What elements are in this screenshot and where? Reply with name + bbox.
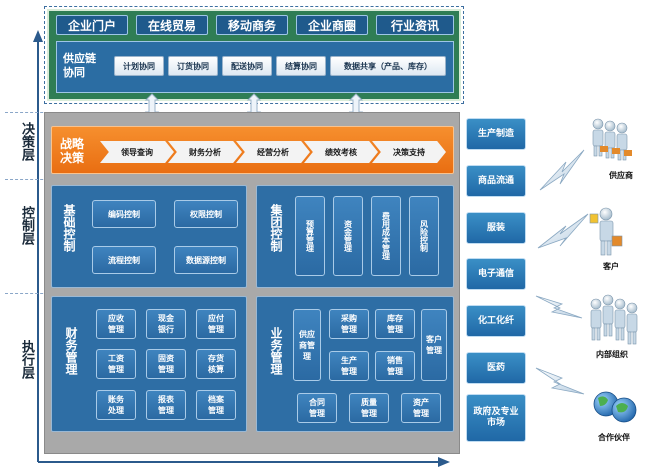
supply-data-share-button[interactable]: 数据共享（产品、库存） xyxy=(330,56,446,76)
finance-panel: 财务管理 应收管理 现金银行 应付管理 工资管理 固资管理 存货核算 账务处理 … xyxy=(51,296,247,432)
portal-area: 企业门户 在线贸易 移动商务 企业商圈 行业资讯 供应链协同 计划协同 订货协同… xyxy=(47,9,461,101)
supplier-label: 供应商 xyxy=(609,171,633,180)
supply-delivery-button[interactable]: 配送协同 xyxy=(222,56,272,76)
industry-chemical[interactable]: 化工化纤 xyxy=(466,305,526,337)
strategy-performance[interactable]: 绩效考核 xyxy=(304,141,378,163)
layer-execution-label: 执行层 xyxy=(19,340,34,379)
nav-online-trade[interactable]: 在线贸易 xyxy=(136,15,208,35)
contract-management-button[interactable]: 合同管理 xyxy=(297,393,337,423)
supply-chain-panel: 供应链协同 计划协同 订货协同 配送协同 结算协同 数据共享（产品、库存） xyxy=(56,41,454,93)
strategy-leader-query[interactable]: 领导查询 xyxy=(100,141,174,163)
supply-settlement-button[interactable]: 结算协同 xyxy=(276,56,326,76)
internal-org-label: 内部组织 xyxy=(596,350,628,359)
supplier-figure-icon xyxy=(592,118,632,161)
quality-management-button[interactable]: 质量管理 xyxy=(349,393,389,423)
process-control-button[interactable]: 流程控制 xyxy=(92,246,156,274)
group-control-title: 集团控制 xyxy=(269,204,283,252)
risk-control-button[interactable]: 风险控制 xyxy=(409,196,439,276)
nav-enterprise-portal[interactable]: 企业门户 xyxy=(56,15,128,35)
business-panel: 业务管理 供应商管理 采购管理 库存管理 客户管理 生产管理 销售管理 合同管理… xyxy=(256,296,454,432)
partner-globe-icon xyxy=(593,391,637,423)
industry-medicine[interactable]: 医药 xyxy=(466,352,526,384)
basic-control-title: 基础控制 xyxy=(62,204,76,252)
cash-bank-button[interactable]: 现金银行 xyxy=(146,309,186,339)
payroll-button[interactable]: 工资管理 xyxy=(96,349,136,379)
internal-org-figure-icon xyxy=(590,294,638,345)
sales-management-button[interactable]: 销售管理 xyxy=(375,351,415,381)
layer-decision-label: 决策层 xyxy=(19,122,34,161)
strategy-title: 战略决策 xyxy=(60,137,85,165)
customer-figure-icon xyxy=(589,207,623,256)
bookkeeping-button[interactable]: 账务处理 xyxy=(96,390,136,420)
coding-control-button[interactable]: 编码控制 xyxy=(92,200,156,228)
datasource-control-button[interactable]: 数据源控制 xyxy=(174,246,238,274)
strategy-decision-support[interactable]: 决策支持 xyxy=(372,141,446,163)
archive-management-button[interactable]: 档案管理 xyxy=(196,390,236,420)
stock-management-button[interactable]: 库存管理 xyxy=(375,309,415,339)
industry-government[interactable]: 政府及专业市场 xyxy=(466,394,526,442)
receivable-button[interactable]: 应收管理 xyxy=(96,309,136,339)
customer-label: 客户 xyxy=(603,262,619,271)
customer-management-button[interactable]: 客户管理 xyxy=(421,309,447,381)
cost-management-button[interactable]: 费用成本管理 xyxy=(371,196,401,276)
supply-chain-title: 供应链协同 xyxy=(63,52,96,79)
finance-title: 财务管理 xyxy=(64,327,78,375)
industry-commodity[interactable]: 商品流通 xyxy=(466,165,526,197)
industry-apparel[interactable]: 服装 xyxy=(466,212,526,244)
fund-management-button[interactable]: 资金管理 xyxy=(333,196,363,276)
partner-label: 合作伙伴 xyxy=(598,433,630,442)
supply-plan-button[interactable]: 计划协同 xyxy=(114,56,164,76)
nav-mobile-commerce[interactable]: 移动商务 xyxy=(216,15,288,35)
fixed-assets-button[interactable]: 固资管理 xyxy=(146,349,186,379)
payable-button[interactable]: 应付管理 xyxy=(196,309,236,339)
production-management-button[interactable]: 生产管理 xyxy=(329,351,369,381)
report-management-button[interactable]: 报表管理 xyxy=(146,390,186,420)
supply-order-button[interactable]: 订货协同 xyxy=(168,56,218,76)
nav-industry-news[interactable]: 行业资讯 xyxy=(376,15,454,35)
supplier-management-button[interactable]: 供应商管理 xyxy=(293,309,321,381)
budget-management-button[interactable]: 预算管理 xyxy=(295,196,325,276)
purchase-management-button[interactable]: 采购管理 xyxy=(329,309,369,339)
nav-business-circle[interactable]: 企业商圈 xyxy=(296,15,368,35)
strategy-bar: 战略决策 领导查询 财务分析 经营分析 绩效考核 决策支持 xyxy=(51,126,454,174)
basic-control-panel: 基础控制 编码控制 权限控制 流程控制 数据源控制 xyxy=(51,185,247,288)
strategy-business-analysis[interactable]: 经营分析 xyxy=(236,141,310,163)
business-title: 业务管理 xyxy=(269,327,283,375)
inventory-accounting-button[interactable]: 存货核算 xyxy=(196,349,236,379)
strategy-finance-analysis[interactable]: 财务分析 xyxy=(168,141,242,163)
permission-control-button[interactable]: 权限控制 xyxy=(174,200,238,228)
industry-manufacturing[interactable]: 生产制造 xyxy=(466,118,526,150)
layer-control-label: 控制层 xyxy=(19,206,34,245)
group-control-panel: 集团控制 预算管理 资金管理 费用成本管理 风险控制 xyxy=(256,185,454,288)
industry-electronics[interactable]: 电子通信 xyxy=(466,258,526,290)
asset-management-button[interactable]: 资产管理 xyxy=(401,393,441,423)
